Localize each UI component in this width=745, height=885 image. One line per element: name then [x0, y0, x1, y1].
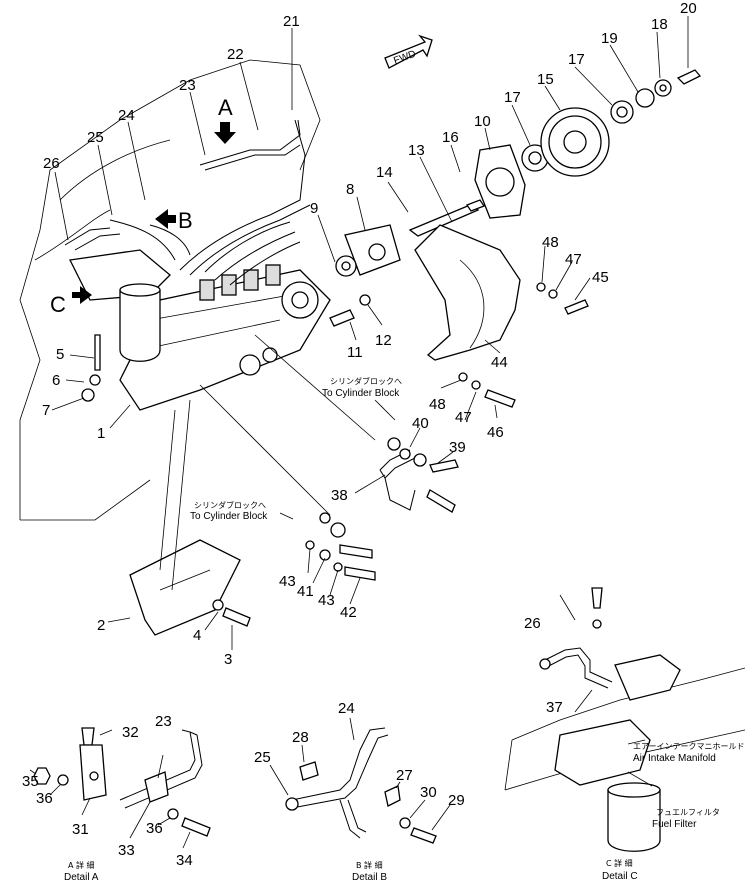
callout: 18	[651, 16, 668, 33]
view-b-label: B	[178, 208, 193, 233]
callout: 37	[546, 699, 563, 716]
note-cyl1-jp: シリンダブロックへ	[330, 376, 402, 386]
callout: 14	[376, 164, 393, 181]
callout: 26	[524, 615, 541, 632]
callout: 35	[22, 773, 39, 790]
callout: 21	[283, 13, 300, 30]
callout: 38	[331, 487, 348, 504]
callout: 34	[176, 852, 193, 869]
view-arrows: A B C	[50, 95, 236, 317]
fwd-label: FWD	[392, 49, 417, 67]
callout: 25	[87, 129, 104, 146]
detail-a-drawing	[29, 727, 211, 849]
detail-b-jp: B 詳 細	[356, 860, 383, 870]
callout: 2	[97, 617, 105, 634]
callout: 28	[292, 729, 309, 746]
callout: 24	[118, 107, 135, 124]
callout: 15	[537, 71, 554, 88]
callout: 24	[338, 700, 355, 717]
detail-b-drawing	[269, 717, 451, 844]
callout: 26	[43, 155, 60, 172]
view-c-label: C	[50, 292, 66, 317]
bolts	[81, 282, 589, 408]
callout: 30	[420, 784, 437, 801]
callout: 32	[122, 724, 139, 741]
fwd-arrow: FWD	[384, 34, 433, 69]
callout: 44	[491, 354, 508, 371]
callout: 43	[279, 573, 296, 590]
callout: 3	[224, 651, 232, 668]
callout: 36	[36, 790, 53, 807]
callout: 1	[97, 425, 105, 442]
callout: 11	[347, 344, 363, 361]
detail-a-en: Detail A	[64, 872, 99, 883]
callout: 29	[448, 792, 465, 809]
callout: 17	[504, 89, 521, 106]
note-cylinder-2: シリンダブロックへ To Cylinder Block	[190, 500, 294, 522]
engine-block-outline	[19, 59, 321, 521]
callout: 16	[442, 129, 459, 146]
detail-c-jp: C 詳 細	[606, 858, 633, 868]
callout: 47	[565, 251, 582, 268]
callout: 47	[455, 409, 472, 426]
fuel-filter-main	[69, 249, 171, 362]
detail-c-notes: エアーインテークマニホールド Air Intake Manifold フュエルフ…	[633, 742, 745, 830]
callout: 10	[474, 113, 491, 130]
detail-a-jp: A 詳 細	[68, 860, 95, 870]
callout: 42	[340, 604, 357, 621]
leader-lines	[51, 16, 689, 650]
injection-pump	[119, 264, 331, 411]
detail-a-caption: A 詳 細 Detail A	[64, 860, 99, 883]
callout: 40	[412, 415, 429, 432]
detail-b-en: Detail B	[352, 872, 387, 883]
callout: 25	[254, 749, 271, 766]
detail-c-en: Detail C	[602, 871, 638, 882]
view-a-label: A	[218, 95, 233, 120]
injection-lines	[64, 119, 311, 286]
callout: 7	[42, 402, 50, 419]
callout: 46	[487, 424, 504, 441]
callout: 9	[310, 200, 318, 217]
callout: 48	[542, 234, 559, 251]
note-air-en: Air Intake Manifold	[633, 753, 716, 764]
note-fuel-jp: フュエルフィルタ	[656, 808, 720, 817]
note-fuel-en: Fuel Filter	[652, 819, 697, 830]
callout: 45	[592, 269, 609, 286]
callout: 39	[449, 439, 466, 456]
callout: 4	[193, 627, 201, 644]
oil-pipe	[199, 334, 459, 581]
callout: 43	[318, 592, 335, 609]
callout: 33	[118, 842, 135, 859]
callout: 27	[396, 767, 413, 784]
detail-c-drawing	[504, 587, 745, 852]
callout: 17	[568, 51, 585, 68]
callout: 19	[601, 30, 618, 47]
callout: 20	[680, 0, 697, 17]
callout: 8	[346, 181, 354, 198]
callout: 5	[56, 346, 64, 363]
callout: 12	[375, 332, 392, 349]
bracket	[129, 399, 251, 636]
detail-c-caption: C 詳 細 Detail C	[602, 858, 638, 882]
cover	[414, 224, 521, 361]
callout: 13	[408, 142, 425, 159]
callout: 23	[179, 77, 196, 94]
note-cyl2-en: To Cylinder Block	[190, 511, 268, 522]
callout-numbers: 1 2 3 4 5 6 7 8 9 10 11 12 13 14 15 16 1…	[22, 0, 697, 869]
callout: 23	[155, 713, 172, 730]
callout: 36	[146, 820, 163, 837]
note-cyl2-jp: シリンダブロックへ	[194, 500, 266, 510]
callout: 48	[429, 396, 446, 413]
note-cyl1-en: To Cylinder Block	[322, 388, 400, 399]
callout: 6	[52, 372, 60, 389]
note-cylinder-1: シリンダブロックへ To Cylinder Block	[322, 376, 402, 421]
callout: 41	[297, 583, 314, 600]
detail-b-caption: B 詳 細 Detail B	[352, 860, 387, 883]
note-air-jp: エアーインテークマニホールド	[633, 742, 745, 751]
drive-gear-group	[335, 69, 702, 277]
callout: 22	[227, 46, 244, 63]
callout: 31	[72, 821, 89, 838]
